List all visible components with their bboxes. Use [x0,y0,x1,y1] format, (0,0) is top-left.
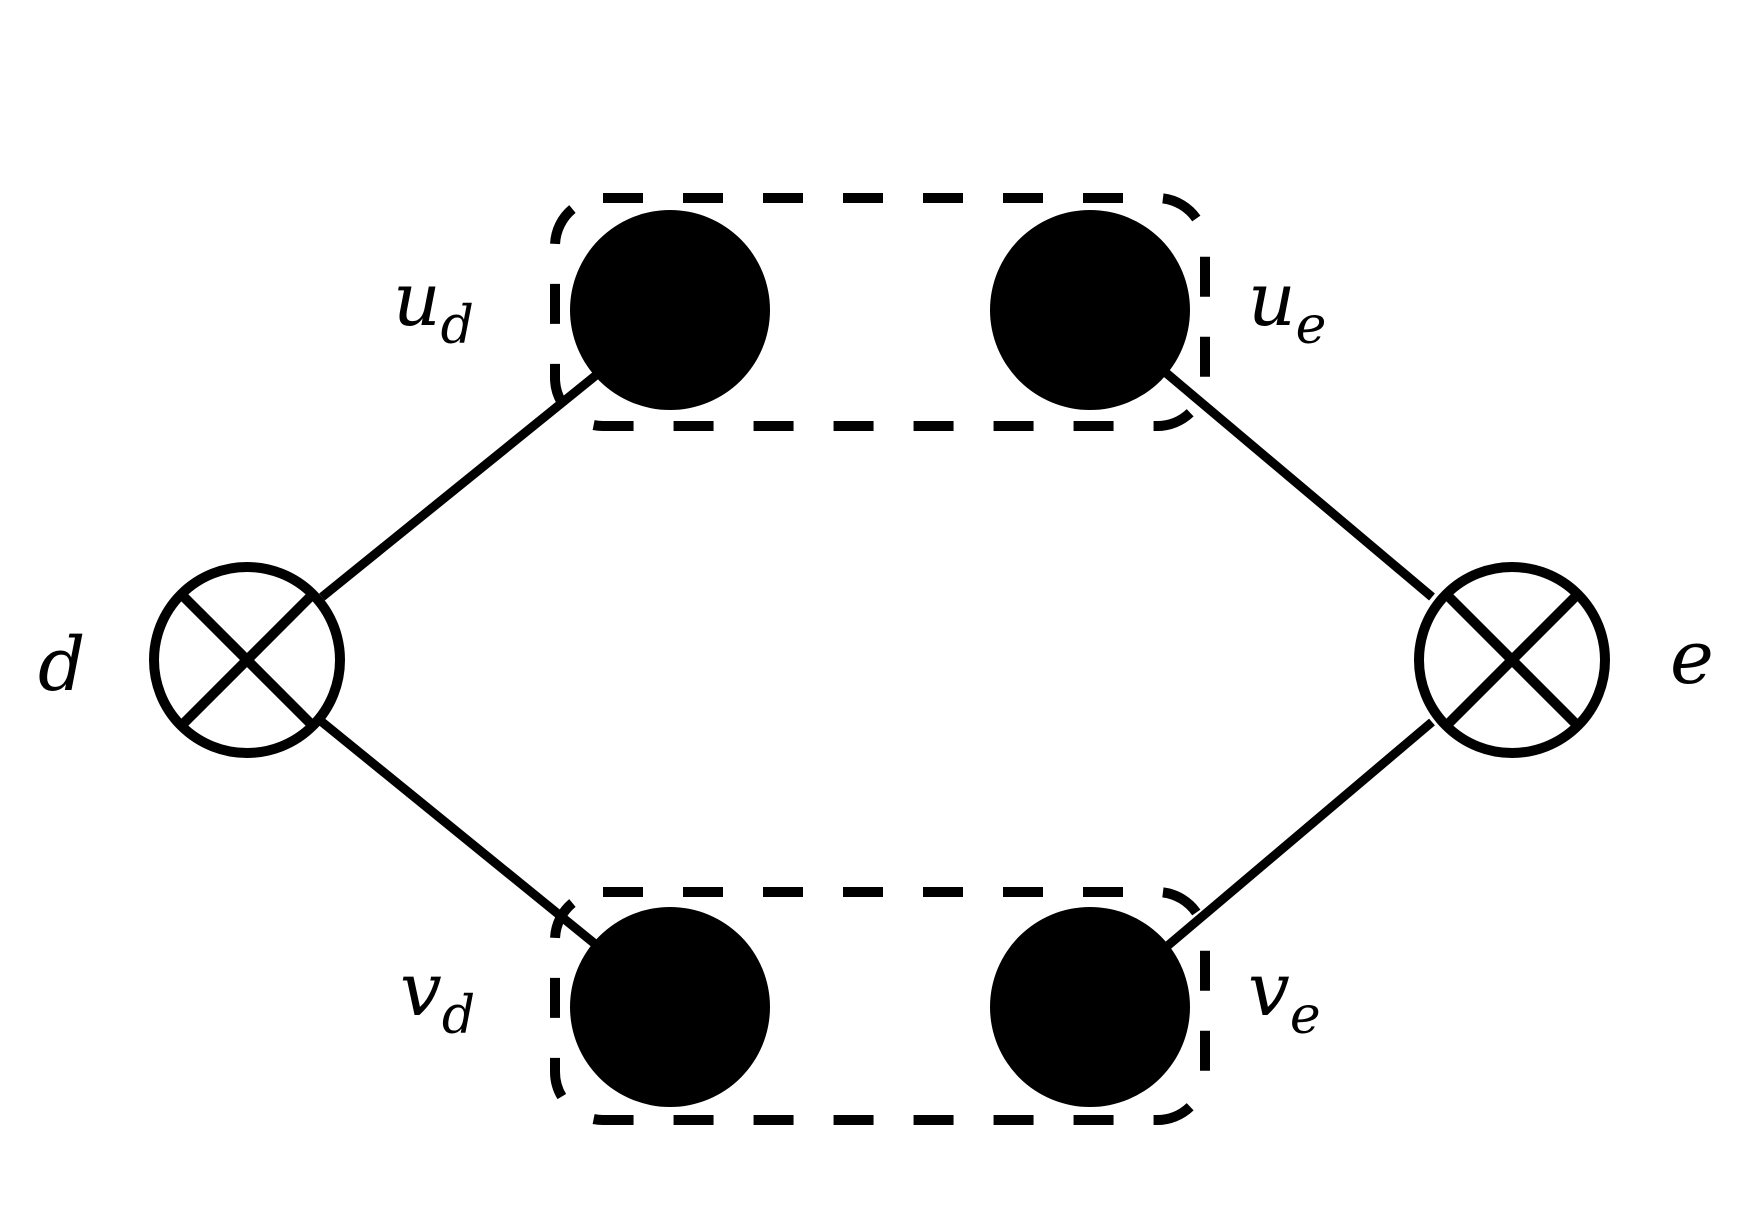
label-v-e-sub: e [1290,986,1321,1046]
group-box-u [550,193,1210,431]
node-u-d [570,210,770,410]
label-d: d [38,622,85,708]
label-v-d-main: v [400,947,442,1033]
label-v-d-sub: d [442,986,475,1046]
label-v-d: vd [400,947,475,1046]
edge-d-vd [319,718,603,952]
label-u-e: ue [1248,257,1326,356]
label-u-d: ud [393,257,474,356]
label-e: e [1670,615,1714,701]
node-v-e [990,907,1190,1107]
label-v-e-main: v [1248,947,1290,1033]
edge-d-ud [319,368,603,601]
node-e [1414,562,1610,758]
label-u-e-sub: e [1296,296,1327,356]
label-v-e: ve [1248,947,1321,1046]
group-box-v [550,887,1210,1125]
edge-e-ue [1162,368,1435,601]
node-d [149,562,345,758]
label-u-d-main: u [393,257,441,343]
label-u-e-main: u [1248,257,1296,343]
node-v-d [570,907,770,1107]
node-u-e [990,210,1190,410]
label-u-d-sub: d [441,296,474,356]
edge-e-ve [1162,718,1435,952]
